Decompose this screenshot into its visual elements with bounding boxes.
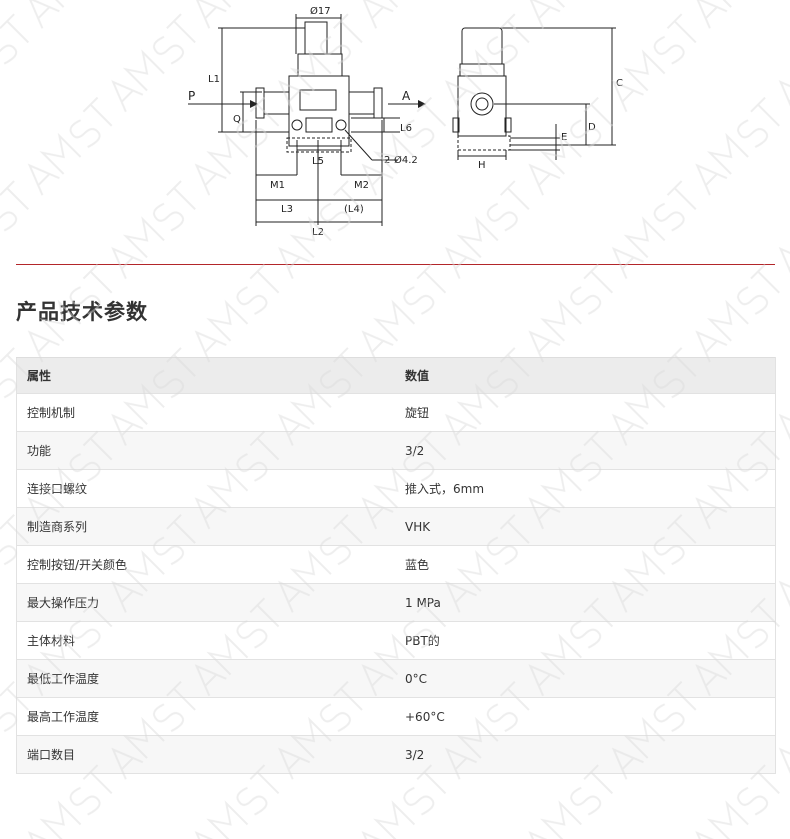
cell-value: +60°C (395, 697, 776, 736)
cell-value: 推入式，6mm (395, 469, 776, 508)
cell-value: 1 MPa (395, 583, 776, 622)
dim-label-m1: M1 (270, 180, 285, 191)
cell-attribute: 连接口螺纹 (16, 469, 395, 508)
flow-label-p: P (188, 89, 195, 103)
header-value: 数值 (395, 357, 776, 394)
dim-label-l4: (L4) (344, 204, 364, 215)
cell-attribute: 控制机制 (16, 393, 395, 432)
dim-label-c: C (616, 78, 623, 89)
cell-value: 0°C (395, 659, 776, 698)
cell-value: 蓝色 (395, 545, 776, 584)
table-row: 控制按钮/开关颜色蓝色 (16, 545, 776, 584)
technical-drawing: Ø17 L1 P A Q L6 L5 2-Ø4.2 M1 M2 L3 (L4) … (0, 0, 790, 262)
right-fitting-collet (373, 87, 383, 119)
dim-label-l5: L5 (312, 156, 324, 167)
cell-value: 3/2 (395, 735, 776, 774)
table-row: 连接口螺纹推入式，6mm (16, 469, 776, 508)
right-fitting (348, 91, 377, 115)
dimension-diagram-svg: Ø17 L1 P A Q L6 L5 2-Ø4.2 M1 M2 L3 (L4) … (188, 5, 623, 238)
cell-value: 3/2 (395, 431, 776, 470)
cell-attribute: 最低工作温度 (16, 659, 395, 698)
dim-label-l6: L6 (400, 123, 412, 134)
side-hidden (457, 135, 511, 151)
knob-stem (304, 21, 328, 57)
valve-body-front (288, 75, 350, 147)
cell-value: 旋钮 (395, 393, 776, 432)
dim-label-h: H (478, 160, 486, 171)
dim-label-holes: 2-Ø4.2 (384, 154, 418, 166)
cell-attribute: 最高工作温度 (16, 697, 395, 736)
left-fitting (261, 91, 290, 115)
side-knob (461, 27, 503, 67)
cell-value: PBT的 (395, 621, 776, 660)
section-title: 产品技术参数 (16, 300, 148, 324)
side-collar (459, 63, 505, 77)
table-row: 控制机制旋钮 (16, 393, 776, 432)
dim-label-q: Q (233, 114, 241, 125)
cell-attribute: 最大操作压力 (16, 583, 395, 622)
dim-label-l1: L1 (208, 74, 220, 85)
header-attribute: 属性 (16, 357, 395, 394)
cell-attribute: 控制按钮/开关颜色 (16, 545, 395, 584)
dim-label-l2: L2 (312, 227, 324, 238)
dim-label-d: D (588, 122, 596, 133)
cell-attribute: 功能 (16, 431, 395, 470)
table-row: 最高工作温度+60°C (16, 697, 776, 736)
cell-attribute: 端口数目 (16, 735, 395, 774)
cell-attribute: 制造商系列 (16, 507, 395, 546)
dim-label-m2: M2 (354, 180, 369, 191)
flow-label-a: A (402, 89, 411, 103)
table-header-row: 属性 数值 (16, 357, 776, 394)
dim-label-e: E (561, 132, 567, 143)
section-divider (16, 264, 775, 265)
knob-collar (297, 53, 343, 77)
dim-label-l3: L3 (281, 204, 293, 215)
dim-label-diameter: Ø17 (310, 5, 331, 17)
cell-attribute: 主体材料 (16, 621, 395, 660)
side-body (457, 75, 507, 137)
cell-value: VHK (395, 507, 776, 546)
